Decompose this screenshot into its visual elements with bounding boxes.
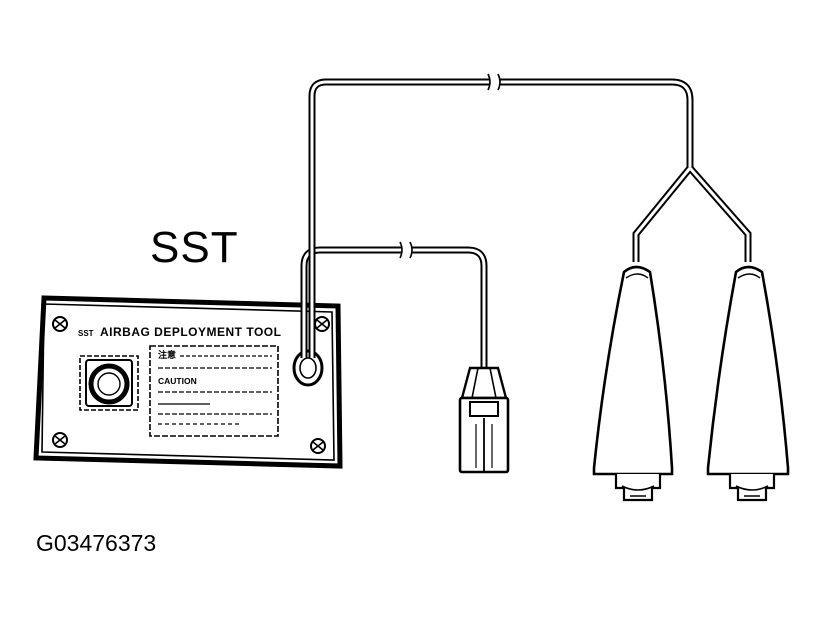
screw-icon: [310, 438, 326, 454]
connector-plug: [458, 366, 510, 474]
tool-title: AIRBAG DEPLOYMENT TOOL: [100, 325, 281, 339]
caution-text: CAUTION: [158, 376, 197, 386]
sst-label: SST: [150, 223, 239, 272]
tool-brand-mark: SST: [78, 329, 94, 338]
push-button: [79, 355, 139, 411]
alligator-clip-left: [592, 265, 674, 502]
tool-box: SST AIRBAG DEPLOYMENT TOOL 注意 CAUTION: [33, 295, 343, 469]
screw-icon: [52, 432, 68, 448]
cable-to-connector: [300, 241, 488, 368]
screw-icon: [52, 316, 68, 332]
screw-icon: [314, 316, 330, 332]
cable-grommet: [292, 349, 324, 387]
panel-heading: 注意: [158, 349, 176, 360]
cable-to-clips: [308, 73, 752, 358]
alligator-clip-right: [706, 265, 790, 502]
caution-label-panel: 注意 CAUTION: [149, 345, 279, 437]
figure-id: G03476373: [36, 530, 157, 556]
